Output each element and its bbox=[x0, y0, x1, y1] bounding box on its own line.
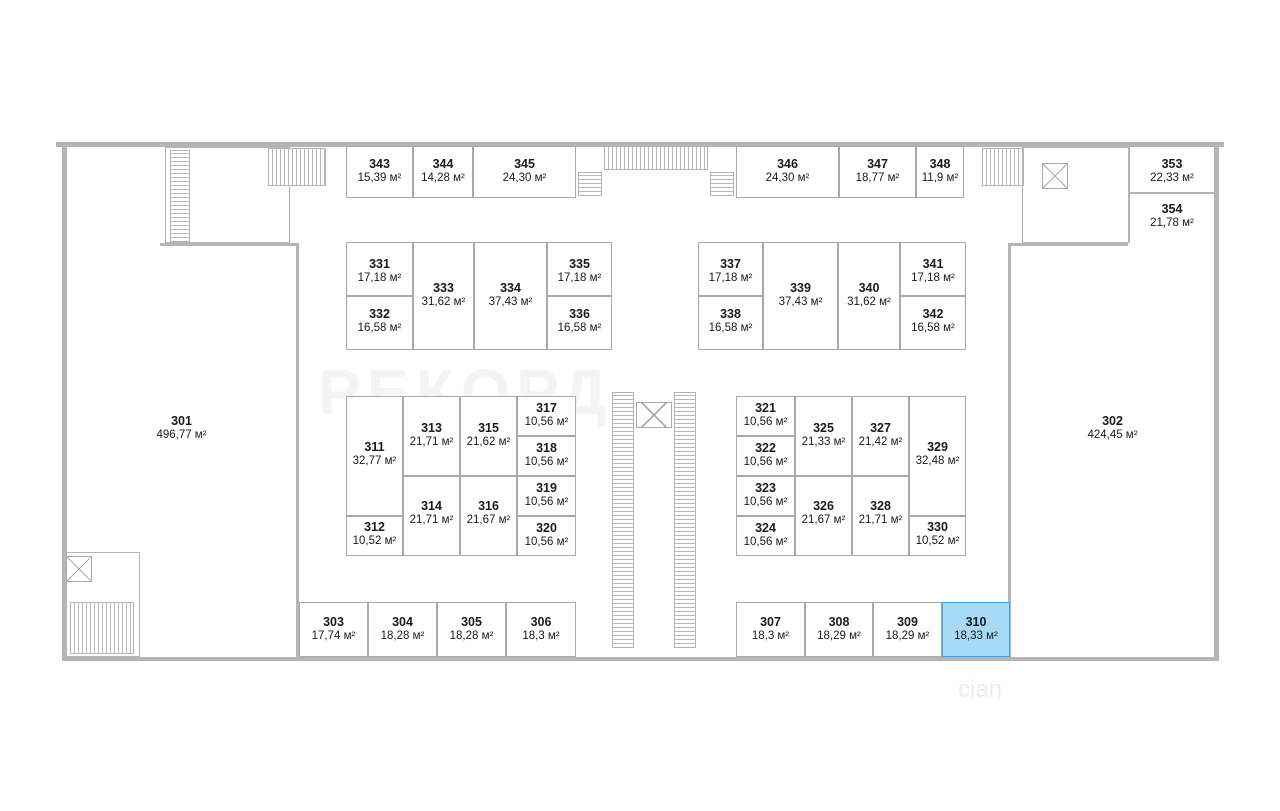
stairs-center-right bbox=[674, 392, 696, 648]
corridor-wall-left bbox=[160, 243, 298, 246]
stairs-top-center bbox=[604, 146, 708, 170]
corridor-wall-right bbox=[1008, 243, 1128, 246]
stairs-top-right bbox=[982, 148, 1024, 186]
elevator-top-right bbox=[1042, 163, 1068, 189]
stairs-top-center-right bbox=[710, 172, 734, 196]
service-block-bottom-left bbox=[62, 552, 140, 657]
stairs-top-center-left bbox=[578, 172, 602, 196]
stairs-center-left bbox=[612, 392, 634, 648]
service-block-right bbox=[1022, 147, 1130, 243]
outer-wall-bottom bbox=[62, 657, 1219, 661]
inner-wall-301 bbox=[296, 243, 299, 657]
outer-wall-left bbox=[62, 142, 67, 660]
inner-wall-302 bbox=[1008, 243, 1011, 657]
stairs-left-small bbox=[170, 150, 190, 242]
outer-wall-top bbox=[56, 142, 1224, 147]
stairs-bottom-left bbox=[70, 602, 134, 654]
watermark-source: cian bbox=[958, 676, 1003, 703]
wall-353-left bbox=[1128, 147, 1130, 243]
outer-wall-right bbox=[1214, 142, 1219, 660]
stairs-top-left bbox=[268, 148, 326, 186]
elevator-center bbox=[636, 402, 672, 428]
elevator-bottom-left bbox=[66, 556, 92, 582]
service-block-left bbox=[165, 147, 290, 243]
wall-353-354 bbox=[1130, 192, 1214, 194]
